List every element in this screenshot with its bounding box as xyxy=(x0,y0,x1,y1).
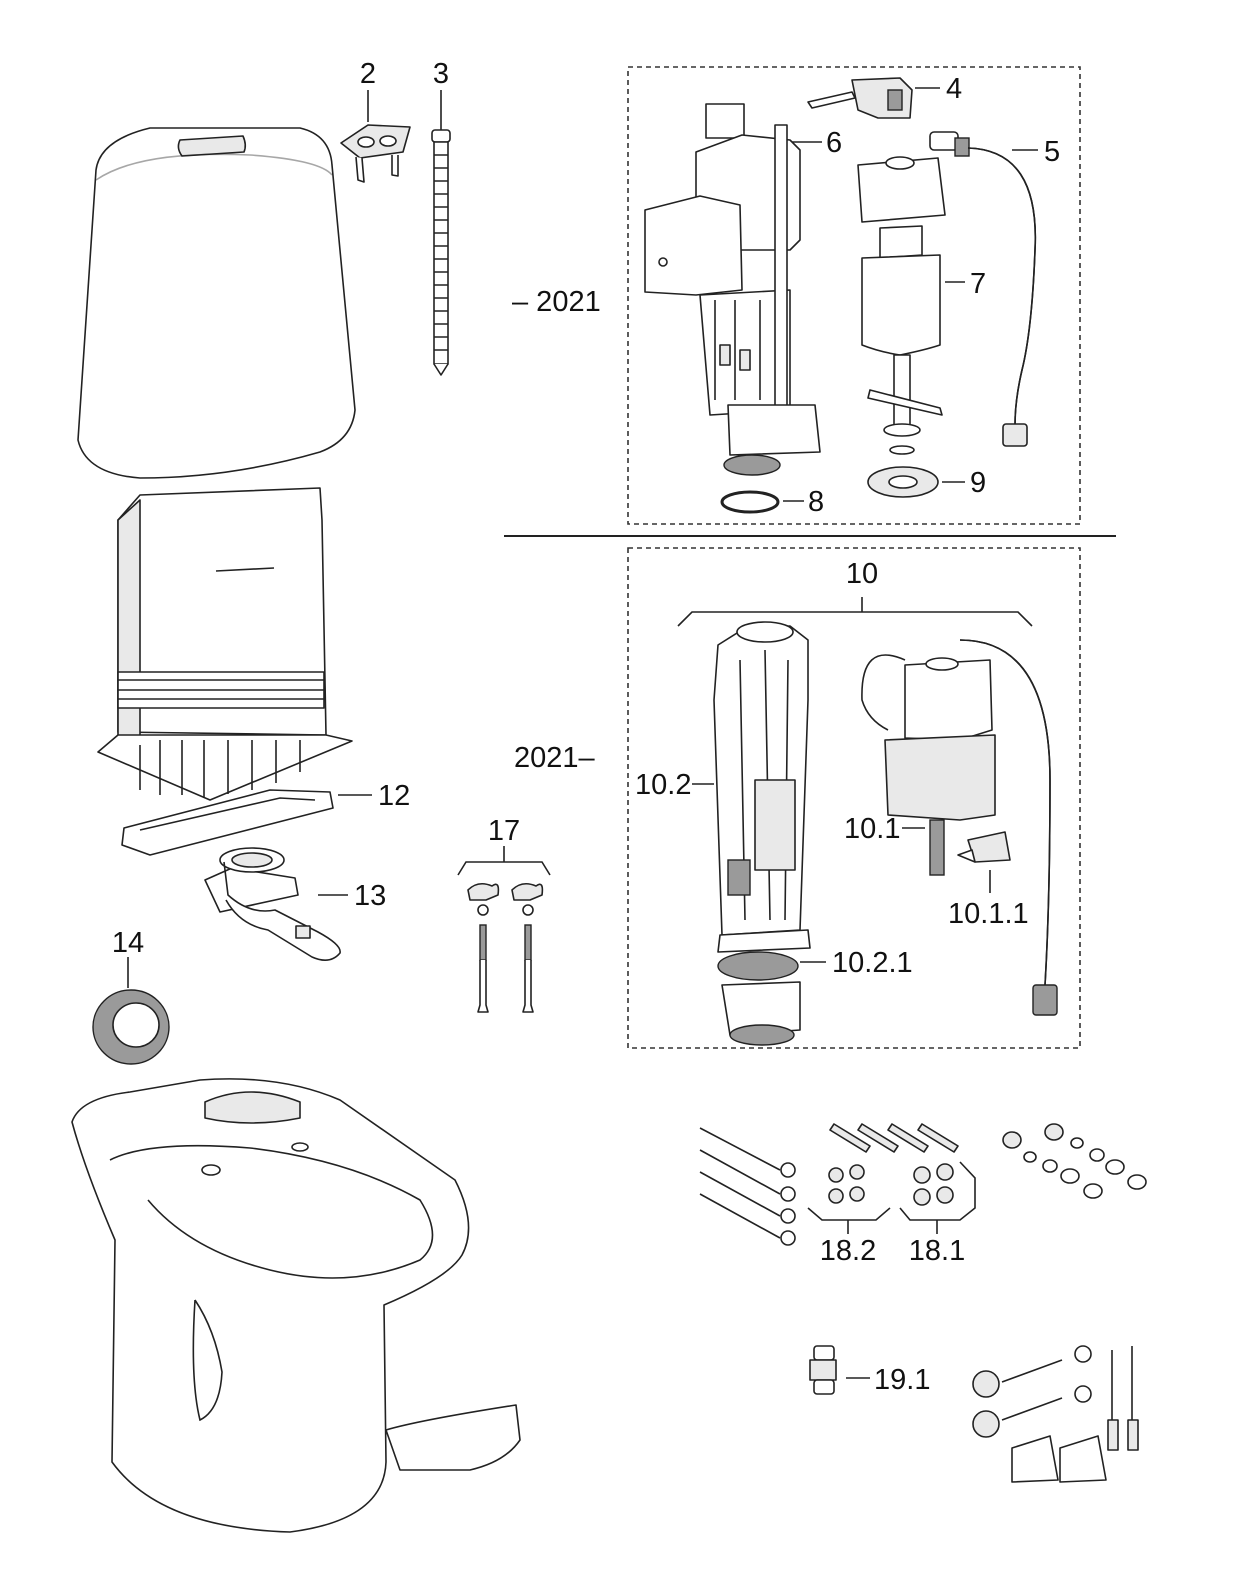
callout-14: 14 xyxy=(112,927,144,959)
part-14-seal-ring xyxy=(92,989,170,1065)
callout-12: 12 xyxy=(378,780,410,812)
part-18-2-washers xyxy=(807,1164,891,1234)
callout-5: 5 xyxy=(1044,136,1060,168)
wc-pan xyxy=(71,1078,521,1533)
lower-kit-frame xyxy=(627,547,1081,1049)
part-10-2-flush-valve xyxy=(713,621,811,1046)
wood-screws xyxy=(699,1127,796,1246)
part-10-1-1-clip xyxy=(957,831,1011,863)
upper-kit-frame xyxy=(627,66,1081,525)
callout-10-2-1: 10.2.1 xyxy=(832,947,913,979)
part-6-flush-valve xyxy=(644,103,821,476)
part-7-fill-valve xyxy=(857,156,946,455)
part-10-1-fill-valve xyxy=(861,639,1058,1016)
part-17-fixing-set xyxy=(457,861,551,1013)
cistern-lid xyxy=(77,127,356,479)
part-8-o-ring xyxy=(720,490,780,514)
callout-8: 8 xyxy=(808,486,824,518)
seat-fixing-set xyxy=(972,1345,1139,1483)
callout-19-1: 19.1 xyxy=(874,1364,930,1396)
callout-18-1: 18.1 xyxy=(909,1235,965,1267)
cistern-body xyxy=(97,487,353,801)
callout-7: 7 xyxy=(970,268,986,300)
callout-17: 17 xyxy=(488,815,520,847)
part-19-1-valve xyxy=(809,1345,837,1395)
part-13-connector xyxy=(204,847,341,961)
callout-10-1: 10.1 xyxy=(844,813,900,845)
year-label-upper: – 2021 xyxy=(512,286,601,318)
part-2-push-button xyxy=(340,124,411,183)
nuts-and-washers xyxy=(1002,1123,1147,1199)
part-12-gasket xyxy=(121,789,334,856)
callout-10-1-1: 10.1.1 xyxy=(948,898,1029,930)
callout-18-2: 18.2 xyxy=(820,1235,876,1267)
part-4-actuator-lever xyxy=(807,77,913,119)
part-9-washer xyxy=(867,466,939,498)
callout-13: 13 xyxy=(354,880,386,912)
callout-9: 9 xyxy=(970,467,986,499)
wall-plugs xyxy=(829,1123,959,1153)
callout-3: 3 xyxy=(433,58,449,90)
callout-10: 10 xyxy=(846,558,878,590)
callout-6: 6 xyxy=(826,127,842,159)
part-18-1-caps xyxy=(899,1161,976,1234)
part-5-supply-hose xyxy=(929,131,1037,447)
callout-10-2: 10.2 xyxy=(635,769,691,801)
callout-2: 2 xyxy=(360,58,376,90)
year-label-lower: 2021– xyxy=(514,742,596,774)
callout-4: 4 xyxy=(946,73,962,105)
part-3-actuator-rod xyxy=(431,129,451,376)
